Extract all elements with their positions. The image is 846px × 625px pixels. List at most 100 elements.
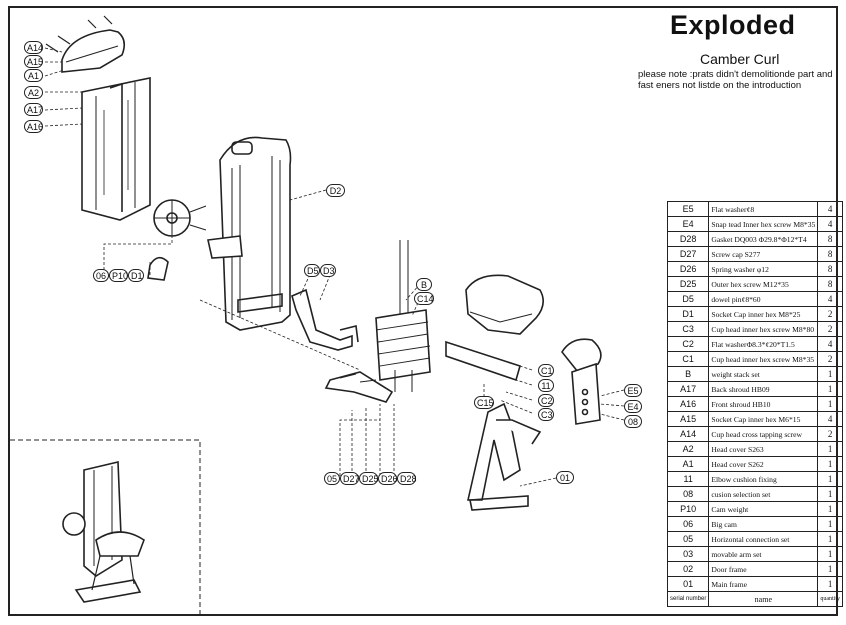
parts-cell-code: P10 bbox=[666, 501, 710, 517]
callout-a16: A16 bbox=[24, 120, 43, 133]
parts-cell-code: D5 bbox=[666, 291, 710, 307]
callout-d5: D5 bbox=[304, 264, 320, 277]
parts-cell-qty: 1 bbox=[817, 576, 843, 592]
parts-cell-code: D1 bbox=[666, 306, 710, 322]
parts-cell-code: D25 bbox=[666, 276, 710, 292]
parts-cell-qty: 4 bbox=[817, 291, 843, 307]
parts-cell-code: 11 bbox=[666, 471, 710, 487]
parts-cell-qty: 1 bbox=[817, 516, 843, 532]
parts-cell-qty: 2 bbox=[817, 321, 843, 337]
parts-cell-qty: 1 bbox=[817, 381, 843, 397]
parts-cell-name: Cam weight bbox=[708, 501, 819, 517]
main-frame bbox=[466, 402, 542, 511]
parts-cell-qty: 4 bbox=[817, 201, 843, 217]
callout-d26: D26 bbox=[378, 472, 398, 485]
shroud-assembly bbox=[45, 15, 151, 221]
callout-05: 05 bbox=[324, 472, 340, 485]
parts-cell-qty: 8 bbox=[817, 231, 843, 247]
callout-d27: D27 bbox=[340, 472, 360, 485]
callout-11: 11 bbox=[538, 379, 554, 392]
parts-cell-qty: 1 bbox=[817, 531, 843, 547]
parts-cell-name: Socket Cap inner hex M8*25 bbox=[708, 306, 819, 322]
parts-cell-name: Socket Cap inner hex M6*15 bbox=[708, 411, 819, 427]
door-frame bbox=[207, 136, 292, 331]
callout-e5: E5 bbox=[624, 384, 642, 397]
parts-cell-code: B bbox=[666, 366, 710, 382]
parts-cell-qty: 1 bbox=[817, 486, 843, 502]
parts-cell-code: C3 bbox=[666, 321, 710, 337]
parts-cell-qty: 1 bbox=[817, 546, 843, 562]
parts-cell-name: Front shroud HB10 bbox=[708, 396, 819, 412]
page-note: please note :prats didn't demolitionde p… bbox=[638, 69, 833, 91]
parts-cell-name: Spring washer φ12 bbox=[708, 261, 819, 277]
parts-cell-qty: 8 bbox=[817, 261, 843, 277]
parts-cell-name: Screw cap S277 bbox=[708, 246, 819, 262]
callout-a1: A1 bbox=[24, 69, 43, 82]
parts-cell-qty: 1 bbox=[817, 456, 843, 472]
parts-header-qty: quantity bbox=[817, 591, 843, 607]
callout-d28: D28 bbox=[397, 472, 417, 485]
callout-d25: D25 bbox=[359, 472, 379, 485]
leader-lines bbox=[44, 47, 625, 487]
parts-cell-qty: 4 bbox=[817, 216, 843, 232]
parts-cell-name: cusion selection set bbox=[708, 486, 819, 502]
callout-08: 08 bbox=[624, 415, 642, 428]
cushion-selection bbox=[561, 338, 602, 425]
parts-cell-qty: 8 bbox=[817, 246, 843, 262]
parts-cell-code: D27 bbox=[666, 246, 710, 262]
callout-c14: C14 bbox=[414, 292, 434, 305]
parts-cell-qty: 1 bbox=[817, 396, 843, 412]
callout-d2: D2 bbox=[326, 184, 345, 197]
callout-01: 01 bbox=[556, 471, 574, 484]
parts-cell-qty: 8 bbox=[817, 276, 843, 292]
movable-arm bbox=[291, 288, 359, 351]
parts-header-name: name bbox=[708, 591, 819, 607]
callout-d1: D1 bbox=[128, 269, 144, 282]
parts-cell-code: D26 bbox=[666, 261, 710, 277]
parts-cell-name: Horizontal connection set bbox=[708, 531, 819, 547]
parts-header-code: serial number bbox=[666, 591, 710, 607]
parts-cell-code: 01 bbox=[666, 576, 710, 592]
parts-cell-qty: 4 bbox=[817, 411, 843, 427]
page-subtitle: Camber Curl bbox=[700, 51, 780, 67]
parts-cell-name: Head cover S263 bbox=[708, 441, 819, 457]
parts-cell-code: A2 bbox=[666, 441, 710, 457]
parts-cell-name: Cup head inner hex screw M8*35 bbox=[708, 351, 819, 367]
parts-cell-qty: 1 bbox=[817, 366, 843, 382]
parts-cell-name: Door frame bbox=[708, 561, 819, 577]
parts-cell-name: Main frame bbox=[708, 576, 819, 592]
callout-p10: P10 bbox=[109, 269, 128, 282]
parts-cell-name: movable arm set bbox=[708, 546, 819, 562]
callout-c15: C15 bbox=[474, 396, 494, 409]
callout-e4: E4 bbox=[624, 400, 642, 413]
callout-c2: C2 bbox=[538, 394, 554, 407]
weight-stack bbox=[375, 240, 431, 392]
parts-cell-qty: 2 bbox=[817, 306, 843, 322]
callout-a15: A15 bbox=[24, 55, 43, 68]
parts-cell-qty: 2 bbox=[817, 351, 843, 367]
parts-cell-code: C1 bbox=[666, 351, 710, 367]
parts-cell-qty: 2 bbox=[817, 426, 843, 442]
parts-cell-name: Snap tead Inner hex screw M8*35 bbox=[708, 216, 819, 232]
